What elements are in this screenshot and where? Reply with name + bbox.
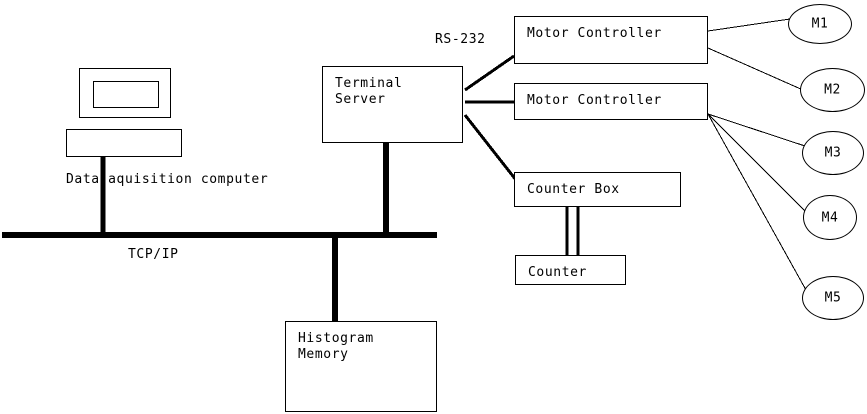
motor-m3-label: M3 [824, 145, 842, 161]
tcpip-bus-label: TCP/IP [128, 247, 179, 262]
computer-base[interactable] [66, 129, 182, 157]
motor-m1[interactable]: M1 [788, 4, 852, 44]
motor-controller-2-to-m3 [707, 113, 806, 147]
motor-m5[interactable]: M5 [802, 276, 864, 320]
counter-label: Counter [528, 265, 587, 280]
motor-m5-label: M5 [824, 290, 842, 306]
motor-controller-2-to-m4 [707, 113, 807, 213]
motor-m2-label: M2 [824, 82, 841, 98]
counter[interactable]: Counter [515, 255, 626, 285]
terminal-server[interactable]: Terminal Server [322, 66, 463, 143]
counter-box[interactable]: Counter Box [514, 172, 681, 207]
motor-controller-2-label: Motor Controller [527, 93, 662, 108]
motor-m1-label: M1 [811, 16, 829, 32]
rs232-label: RS-232 [435, 32, 486, 47]
motor-controller-2-to-m5 [707, 113, 807, 291]
terminal-to-motor-controller-1 [464, 54, 515, 92]
histogram-memory[interactable]: Histogram Memory [285, 321, 437, 412]
motor-m2[interactable]: M2 [800, 68, 865, 112]
motor-controller-1[interactable]: Motor Controller [514, 16, 708, 64]
motor-controller-1-to-m2 [707, 47, 804, 91]
computer-caption: Data aquisition computer [66, 172, 269, 187]
motor-m3[interactable]: M3 [802, 131, 864, 175]
motor-controller-2[interactable]: Motor Controller [514, 83, 708, 120]
motor-controller-1-to-m1 [707, 18, 791, 32]
monitor-screen[interactable] [79, 68, 171, 118]
histogram-memory-label: Histogram Memory [298, 331, 374, 362]
monitor-inner-screen [93, 81, 159, 108]
terminal-server-label: Terminal Server [335, 76, 403, 107]
counter-box-label: Counter Box [527, 182, 620, 197]
motor-m4-label: M4 [821, 210, 839, 225]
terminal-to-counter-box [463, 114, 518, 181]
motor-m4[interactable]: M4 [803, 195, 857, 240]
motor-controller-1-label: Motor Controller [527, 26, 662, 41]
